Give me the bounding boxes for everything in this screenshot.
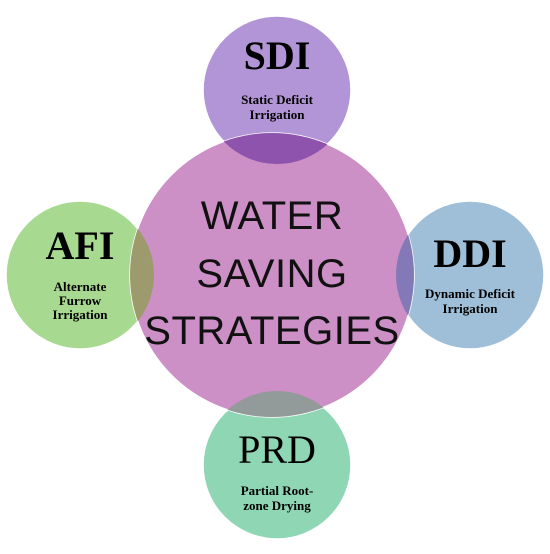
prd-abbreviation: PRD (238, 427, 316, 472)
center-title-line-3: STRATEGIES (144, 309, 399, 353)
afi-abbreviation: AFI (46, 223, 115, 268)
center-title-line-2: SAVING (196, 252, 347, 296)
afi-label-line-1: Alternate (54, 279, 107, 294)
afi-label-line-2: Furrow (59, 293, 102, 308)
ddi-label-line-1: Dynamic Deficit (425, 286, 516, 301)
ddi-abbreviation: DDI (433, 231, 506, 276)
sdi-label-line-1: Static Deficit (241, 92, 314, 107)
prd-label-line-1: Partial Root- (241, 483, 314, 498)
prd-label-line-2: zone Drying (243, 498, 311, 513)
afi-label-line-3: Irrigation (53, 307, 109, 322)
sdi-label-line-2: Irrigation (250, 107, 306, 122)
ddi-label-line-2: Irrigation (443, 301, 499, 316)
sdi-abbreviation: SDI (244, 33, 311, 78)
center-title-line-1: WATER (201, 194, 343, 238)
